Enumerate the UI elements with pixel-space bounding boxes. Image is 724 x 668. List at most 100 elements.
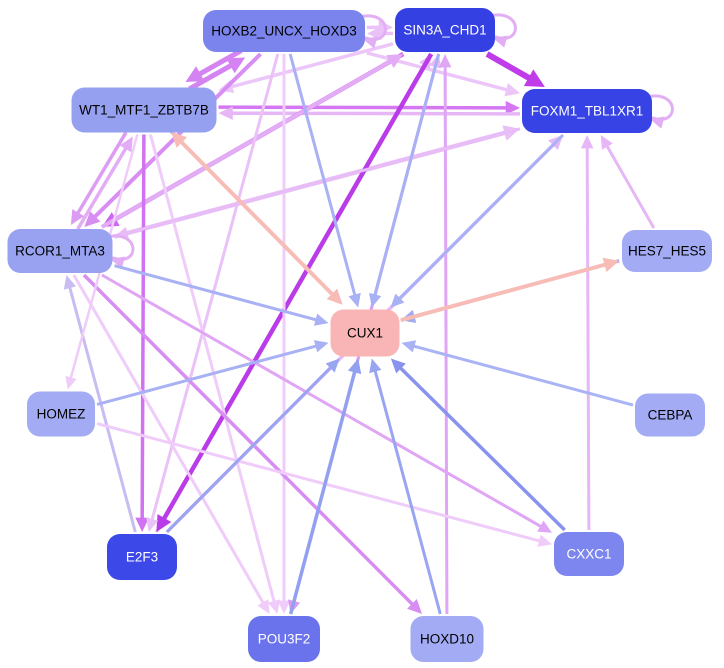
edge-RCOR1_MTA3-to-CUX1[interactable] bbox=[114, 264, 329, 326]
edge-CXXC1-to-CUX1[interactable] bbox=[390, 358, 566, 532]
edge-HOXB2_UNCX_HOXD3-to-RCOR1_MTA3[interactable] bbox=[84, 52, 262, 227]
edge-arrowhead bbox=[348, 292, 361, 308]
node-E2F3[interactable]: E2F3 bbox=[107, 534, 177, 580]
edge-RCOR1_MTA3-to-HOXD10[interactable] bbox=[82, 273, 423, 614]
edge-HOXD10-to-SIN3A_CHD1[interactable] bbox=[438, 54, 452, 615]
node-HES7_HES5[interactable]: HES7_HES5 bbox=[622, 230, 712, 272]
edge-CXXC1-to-FOXM1_TBL1XR1[interactable] bbox=[580, 135, 594, 531]
edge-E2F3-to-CUX1[interactable] bbox=[165, 358, 340, 534]
node-POU3F2[interactable]: POU3F2 bbox=[248, 616, 320, 662]
node-CEBPA[interactable]: CEBPA bbox=[635, 393, 705, 437]
edge-POU3F2-to-CUX1[interactable] bbox=[288, 358, 362, 615]
edge-RCOR1_MTA3-to-SIN3A_CHD1[interactable] bbox=[100, 54, 404, 229]
node-HOMEZ[interactable]: HOMEZ bbox=[27, 391, 95, 437]
edge-SIN3A_CHD1-to-E2F3[interactable] bbox=[156, 52, 434, 532]
node-shape bbox=[203, 10, 365, 52]
edge-WT1_MTF1_ZBTB7B-to-FOXM1_TBL1XR1[interactable] bbox=[218, 100, 521, 115]
edge-HOXB2_UNCX_HOXD3-to-WT1_MTF1_ZBTB7B[interactable] bbox=[185, 48, 243, 83]
self-loop-RCOR1_MTA3[interactable] bbox=[105, 234, 135, 269]
edge-arrowhead bbox=[135, 517, 150, 532]
edge-arrowhead bbox=[347, 358, 362, 375]
edge-SIN3A_CHD1-to-FOXM1_TBL1XR1[interactable] bbox=[485, 51, 545, 87]
edge-arrowhead bbox=[369, 292, 382, 308]
node-RCOR1_MTA3[interactable]: RCOR1_MTA3 bbox=[7, 229, 113, 273]
edge-arrowhead bbox=[277, 600, 291, 614]
edge-HOMEZ-to-CUX1[interactable] bbox=[96, 340, 329, 406]
edge-arrowhead bbox=[367, 26, 382, 41]
edge-WT1_MTF1_ZBTB7B-to-RCOR1_MTA3[interactable] bbox=[70, 131, 128, 225]
node-shape bbox=[7, 229, 113, 273]
edge-arrowhead bbox=[156, 514, 172, 532]
edge-arrowhead bbox=[407, 599, 423, 614]
edge-arrowhead bbox=[119, 136, 133, 153]
edge-arrowhead bbox=[493, 35, 508, 48]
edge-RCOR1_MTA3-to-WT1_MTF1_ZBTB7B[interactable] bbox=[76, 136, 133, 230]
edge-arrowhead bbox=[369, 358, 382, 374]
node-shape bbox=[71, 87, 217, 133]
edge-arrowhead bbox=[146, 517, 159, 532]
edge-arrowhead bbox=[523, 69, 545, 87]
node-CXXC1[interactable]: CXXC1 bbox=[554, 532, 624, 576]
node-shape bbox=[330, 309, 400, 357]
edge-arrowhead bbox=[65, 375, 77, 390]
edge-arrowhead bbox=[504, 83, 520, 97]
node-CUX1[interactable]: CUX1 bbox=[330, 309, 400, 357]
edge-WT1_MTF1_ZBTB7B-to-POU3F2[interactable] bbox=[149, 134, 281, 615]
edge-HOMEZ-to-CXXC1[interactable] bbox=[96, 422, 552, 547]
self-loop-SIN3A_CHD1[interactable] bbox=[487, 13, 517, 48]
edge-arrowhead bbox=[386, 54, 404, 68]
edge-arrowhead bbox=[600, 135, 613, 150]
node-WT1_MTF1_ZBTB7B[interactable]: WT1_MTF1_ZBTB7B bbox=[71, 87, 217, 133]
edge-HOXD10-to-CUX1[interactable] bbox=[369, 358, 442, 615]
edge-arrowhead bbox=[438, 54, 452, 68]
edge-arrowhead bbox=[580, 135, 594, 149]
edge-HOXB2_UNCX_HOXD3-to-POU3F2[interactable] bbox=[277, 54, 291, 614]
edge-arrowhead bbox=[313, 340, 329, 353]
edge-arrowhead bbox=[171, 131, 188, 148]
edge-arrowhead bbox=[537, 520, 552, 533]
edge-arrowhead bbox=[505, 100, 521, 115]
self-loop-FOXM1_TBL1XR1[interactable] bbox=[644, 94, 674, 129]
edge-SIN3A_CHD1-to-CUX1[interactable] bbox=[369, 53, 441, 308]
edge-HOXB2_UNCX_HOXD3-to-CUX1[interactable] bbox=[288, 53, 361, 308]
edge-arrowhead bbox=[602, 257, 620, 272]
edge-arrowhead bbox=[390, 293, 405, 308]
edge-CEBPA-to-CUX1[interactable] bbox=[401, 340, 634, 407]
node-shape bbox=[522, 89, 652, 133]
edge-arrowhead bbox=[390, 358, 406, 374]
edge-RCOR1_MTA3-to-POU3F2[interactable] bbox=[72, 274, 270, 614]
edge-HES7_HES5-to-FOXM1_TBL1XR1[interactable] bbox=[600, 135, 656, 229]
node-shape bbox=[554, 532, 624, 576]
edge-arrowhead bbox=[70, 209, 85, 225]
edge-arrowhead bbox=[267, 599, 281, 614]
edge-arrowhead bbox=[363, 36, 378, 49]
node-shape bbox=[622, 230, 712, 272]
edge-CUX1-to-HES7_HES5[interactable] bbox=[400, 257, 620, 323]
edge-arrowhead bbox=[257, 599, 270, 614]
node-shape bbox=[635, 393, 705, 437]
node-FOXM1_TBL1XR1[interactable]: FOXM1_TBL1XR1 bbox=[522, 89, 652, 133]
edge-FOXM1_TBL1XR1-to-WT1_MTF1_ZBTB7B[interactable] bbox=[218, 106, 520, 121]
edge-RCOR1_MTA3-to-CXXC1[interactable] bbox=[101, 273, 552, 533]
edge-arrowhead bbox=[650, 116, 665, 129]
edge-arrowhead bbox=[84, 211, 101, 227]
edge-arrowhead bbox=[325, 358, 340, 373]
edge-E2F3-to-RCOR1_MTA3[interactable] bbox=[63, 275, 137, 533]
edge-FOXM1_TBL1XR1-to-CUX1[interactable] bbox=[390, 133, 565, 308]
edge-WT1_MTF1_ZBTB7B-to-E2F3[interactable] bbox=[135, 134, 150, 533]
node-shape bbox=[410, 616, 484, 662]
node-HOXD10[interactable]: HOXD10 bbox=[410, 616, 484, 662]
edge-arrowhead bbox=[326, 288, 343, 305]
node-SIN3A_CHD1[interactable]: SIN3A_CHD1 bbox=[395, 8, 495, 52]
node-HOXB2_UNCX_HOXD3[interactable]: HOXB2_UNCX_HOXD3 bbox=[203, 10, 365, 52]
edge-WT1_MTF1_ZBTB7B-to-HOXB2_UNCX_HOXD3[interactable] bbox=[188, 57, 246, 92]
node-shape bbox=[107, 534, 177, 580]
self-loop-HOXB2_UNCX_HOXD3[interactable] bbox=[357, 14, 387, 49]
node-shape bbox=[27, 391, 95, 437]
edge-arrowhead bbox=[63, 275, 76, 290]
edge-arrowhead bbox=[218, 106, 233, 121]
edge-CUX1-to-WT1_MTF1_ZBTB7B[interactable] bbox=[171, 131, 343, 305]
node-shape bbox=[395, 8, 495, 52]
